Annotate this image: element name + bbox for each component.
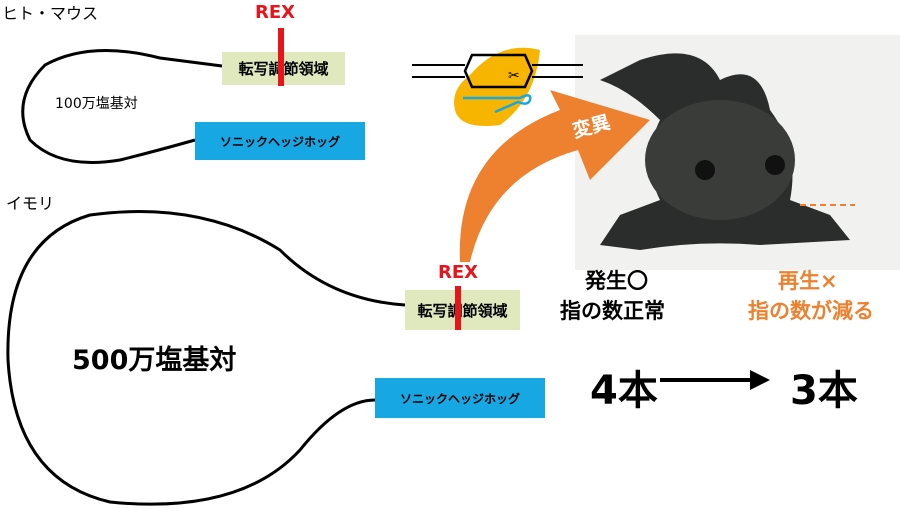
newt-enhancer-box: 転写調節領域 <box>405 290 520 330</box>
development-digits: 指の数正常 <box>560 299 665 323</box>
human-label: ヒト・マウス <box>2 4 99 23</box>
newt-rex-label: REX <box>438 262 479 283</box>
newt-rex-marker <box>455 286 461 330</box>
mutation-arrow <box>459 90 650 262</box>
human-rex-label: REX <box>255 2 296 23</box>
newt-photo <box>575 35 900 270</box>
newt-genome-size: 500万塩基対 <box>72 345 237 376</box>
svg-text:✂: ✂ <box>508 68 520 84</box>
human-gene-box: ソニックヘッジホッグ <box>195 122 365 160</box>
newt-label: イモリ <box>6 194 55 213</box>
human-chromatin-loop <box>21 49 223 164</box>
digits-after: 3本 <box>790 368 858 414</box>
regeneration-status: 再生× <box>778 269 838 293</box>
development-status: 発生〇 <box>585 269 648 293</box>
crispr-icon: ✂ <box>412 47 583 126</box>
regeneration-digits: 指の数が減る <box>748 299 874 323</box>
human-genome-size: 100万塩基対 <box>55 96 138 112</box>
digits-before: 4本 <box>590 368 658 414</box>
newt-gene-box: ソニックヘッジホッグ <box>375 378 545 418</box>
newt-chromatin-loop <box>6 210 406 506</box>
human-rex-marker <box>278 28 284 86</box>
